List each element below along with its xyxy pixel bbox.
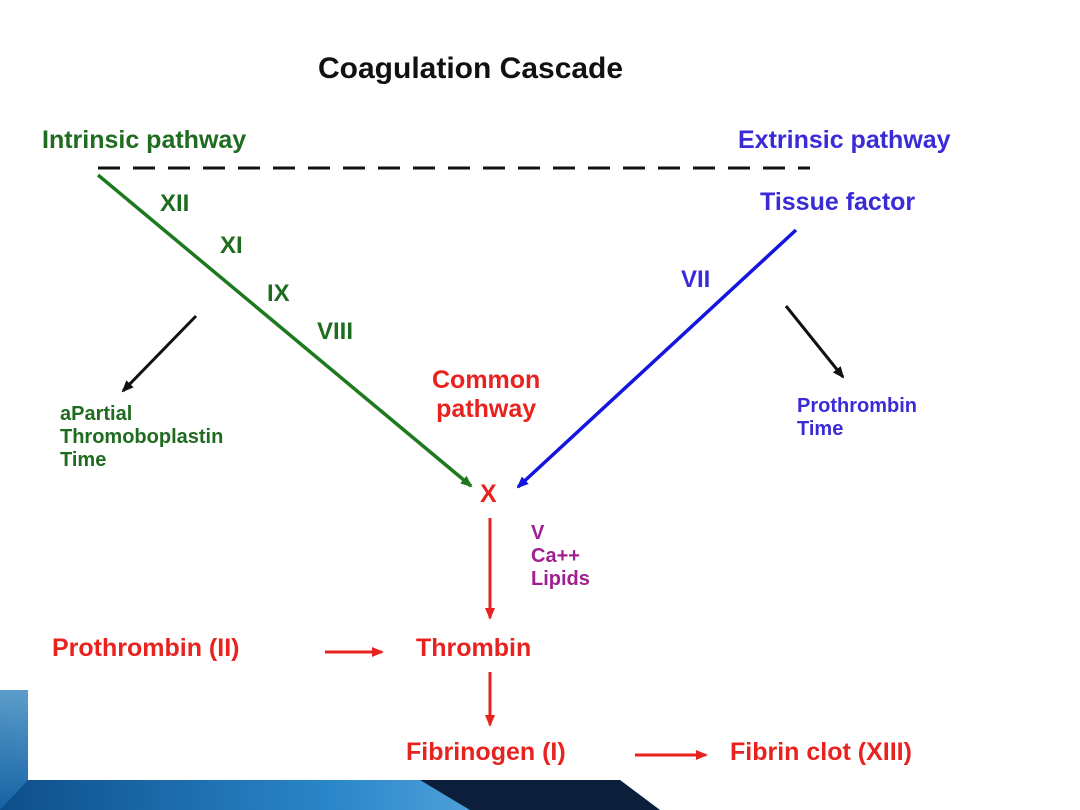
prothrombin-label: Prothrombin (II) [52, 634, 240, 662]
factor-xii: XII [160, 190, 190, 217]
cofactor-calcium: Ca++ [531, 545, 580, 567]
extrinsic-arrow [516, 228, 798, 489]
common-pathway-label: Common pathway [432, 366, 540, 424]
pt-line-1: Prothrombin [797, 395, 917, 417]
fibrinogen-label: Fibrinogen (I) [406, 738, 566, 766]
pt-arrow [784, 305, 845, 379]
pt-label: Prothrombin Time [797, 395, 917, 441]
diagram-title: Coagulation Cascade [318, 52, 624, 85]
aptt-line-2: Thromoboplastin [60, 426, 224, 448]
common-pathway-line-1: Common [432, 366, 541, 394]
tissue-factor-label: Tissue factor [760, 188, 916, 216]
intrinsic-arrow [96, 173, 473, 488]
fibrin-clot-label: Fibrin clot (XIII) [730, 738, 912, 766]
factor-ix: IX [267, 280, 290, 307]
thrombin-label: Thrombin [416, 634, 532, 662]
aptt-line-1: aPartial [60, 403, 133, 425]
aptt-line-3: Time [60, 449, 107, 471]
cofactor-list: V Ca++ Lipids [531, 522, 590, 591]
aptt-arrow [121, 314, 198, 393]
cofactor-lipids: Lipids [531, 568, 590, 590]
extrinsic-pathway-label: Extrinsic pathway [738, 126, 951, 154]
factor-vii: VII [681, 266, 711, 293]
factor-viii: VIII [317, 318, 354, 345]
intrinsic-pathway-label: Intrinsic pathway [42, 126, 247, 154]
cofactor-v: V [531, 522, 545, 544]
common-pathway-line-2: pathway [436, 394, 537, 423]
factor-x: X [480, 480, 497, 508]
factor-xi: XI [220, 232, 243, 259]
pt-line-2: Time [797, 418, 844, 440]
aptt-label: aPartial Thromoboplastin Time [60, 403, 223, 472]
